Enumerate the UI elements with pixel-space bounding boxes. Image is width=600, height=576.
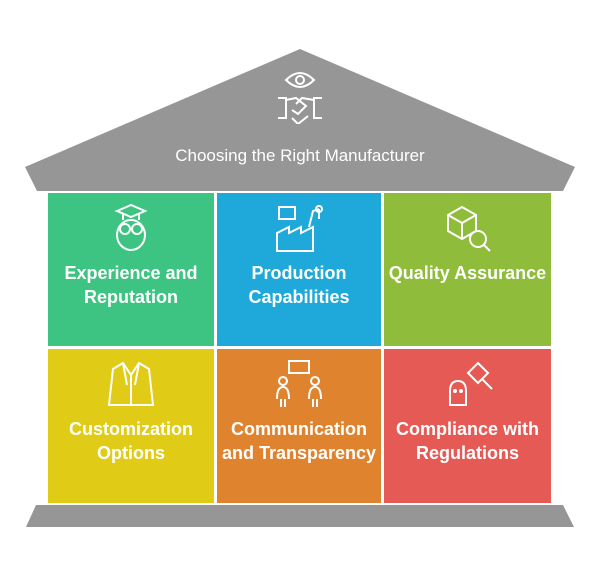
cell-compliance: Compliance with Regulations — [384, 349, 551, 503]
box-magnifier-icon — [446, 205, 491, 252]
cell-label: Compliance with Regulations — [395, 419, 539, 463]
factory-robot-icon — [276, 205, 323, 252]
owl-graduate-icon — [114, 203, 148, 251]
jacket-icon — [107, 361, 155, 406]
cell-production: Production Capabilities — [217, 193, 381, 346]
cell-quality: Quality Assurance — [384, 193, 551, 346]
eye-handshake-icon — [278, 72, 322, 124]
people-chat-icon — [276, 360, 322, 407]
cell-communication: Communication and Transparency — [217, 349, 381, 503]
cell-customization: Customization Options — [48, 349, 214, 503]
cell-label: Customization Options — [69, 419, 193, 463]
cell-label: Communication and Transparency — [221, 419, 377, 463]
cell-experience: Experience and Reputation — [48, 193, 214, 346]
cell-label: Experience and Reputation — [64, 263, 198, 307]
cell-label: Production Capabilities — [248, 263, 350, 307]
cell-label: Quality Assurance — [388, 263, 547, 283]
diagram-title: Choosing the Right Manufacturer — [175, 146, 425, 165]
gavel-icon — [448, 361, 493, 406]
base — [26, 505, 574, 527]
